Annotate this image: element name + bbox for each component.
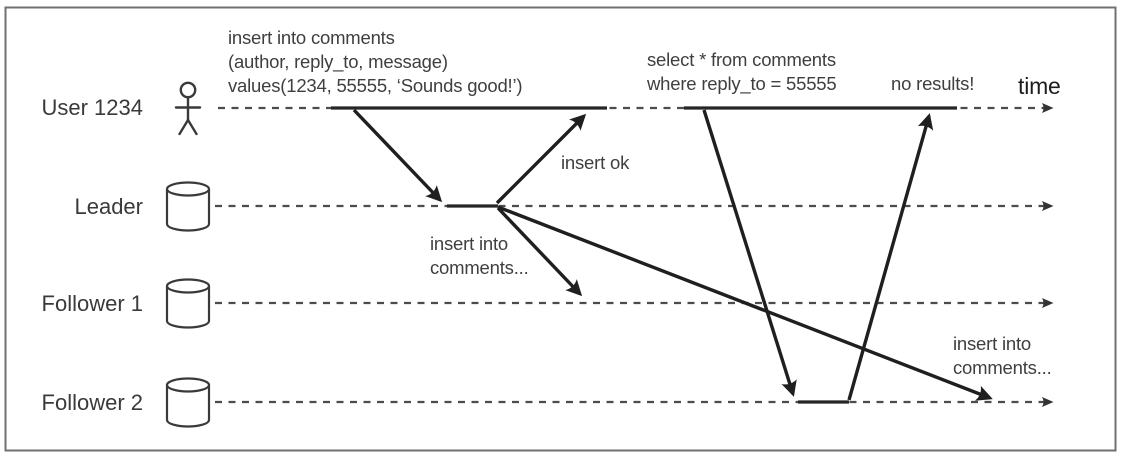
person-icon — [174, 81, 202, 136]
lane-label-follower-2: Follower 2 — [42, 390, 143, 415]
message-arrows — [352, 108, 993, 401]
label-replicate-follower-2-line-1: insert into — [953, 333, 1031, 354]
label-select-query: select * from comments where reply_to = … — [646, 49, 837, 95]
label-select-query-line-1: select * from comments — [647, 49, 836, 70]
label-replicate-follower-1-line-1: insert into — [430, 233, 508, 254]
label-no-results: no results! — [891, 73, 974, 94]
label-insert-query-line-1: insert into comments — [228, 27, 395, 48]
label-insert-ok: insert ok — [561, 152, 630, 173]
label-replicate-follower-1-line-2: comments... — [430, 257, 529, 278]
lane-label-leader: Leader — [74, 194, 143, 219]
time-axis-label: time — [1018, 73, 1061, 99]
diagram-border — [4, 6, 1117, 452]
label-insert-query: insert into comments (author, reply_to, … — [228, 27, 523, 96]
database-icon — [165, 278, 211, 329]
database-icon — [165, 181, 211, 232]
lane-label-user: User 1234 — [41, 95, 143, 120]
arrow-select-user-to-follower-2 — [702, 109, 797, 397]
label-insert-query-line-2: (author, reply_to, message) — [228, 51, 448, 73]
label-replicate-follower-2: insert into comments... — [953, 333, 1052, 378]
arrow-no-results-follower-2-to-user — [847, 113, 934, 401]
activation-segments — [331, 106, 957, 404]
database-icon — [165, 377, 211, 428]
label-insert-query-line-3: values(1234, 55555, ‘Sounds good!’) — [228, 75, 522, 96]
label-select-query-line-2: where reply_to = 55555 — [646, 73, 836, 95]
label-replicate-follower-1: insert into comments... — [430, 233, 529, 278]
lane-label-follower-1: Follower 1 — [42, 291, 143, 316]
arrow-replicate-leader-to-follower-1 — [496, 206, 583, 297]
label-replicate-follower-2-line-2: comments... — [953, 357, 1052, 378]
timelines — [215, 103, 1054, 407]
arrow-insert-ok-leader-to-user — [495, 113, 587, 205]
arrow-replicate-leader-to-follower-2 — [497, 205, 993, 401]
arrow-insert-user-to-leader — [352, 108, 443, 203]
